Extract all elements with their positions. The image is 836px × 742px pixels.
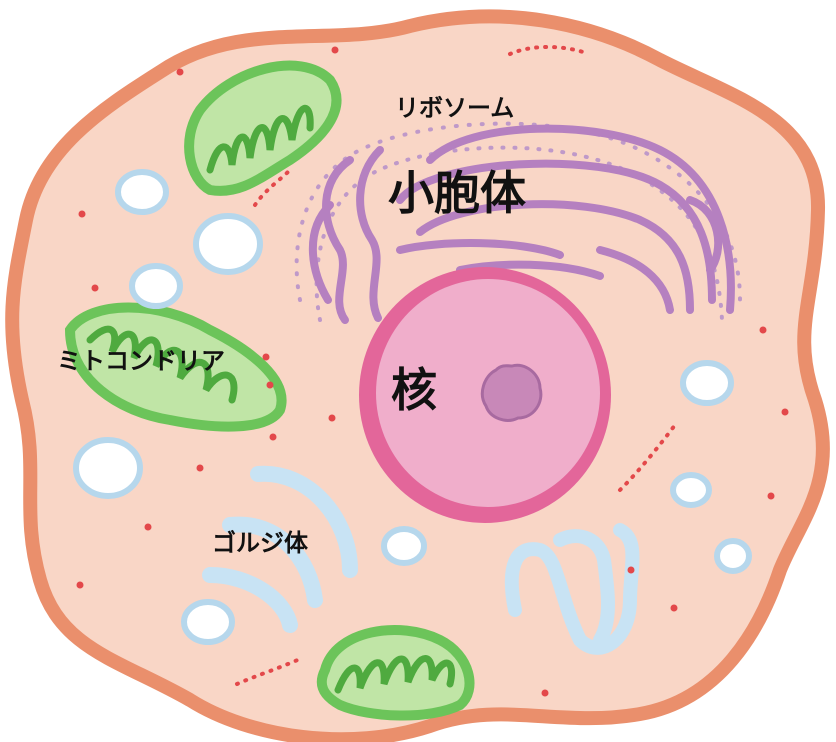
granule xyxy=(542,690,549,697)
mitochondria-label: ミトコンドリア xyxy=(57,349,225,373)
granule xyxy=(332,47,339,54)
vacuole xyxy=(184,602,232,642)
granule xyxy=(77,582,84,589)
granule xyxy=(145,524,152,531)
granule xyxy=(177,69,184,76)
vacuole xyxy=(118,172,166,212)
golgi-label: ゴルジ体 xyxy=(212,531,308,555)
granule xyxy=(197,465,204,472)
vacuole xyxy=(132,266,180,306)
granule xyxy=(92,285,99,292)
vacuole xyxy=(673,475,709,505)
ribosome-label: リボソーム xyxy=(395,96,514,120)
vacuole xyxy=(384,529,424,563)
granule xyxy=(768,493,775,500)
granule xyxy=(267,382,274,389)
vacuole xyxy=(683,363,731,403)
granule xyxy=(263,354,270,361)
granule xyxy=(79,211,86,218)
granule xyxy=(329,415,336,422)
nucleus-label: 核 xyxy=(391,367,437,413)
granule xyxy=(628,567,635,574)
granule xyxy=(270,434,277,441)
granule xyxy=(671,605,678,612)
granule xyxy=(782,409,789,416)
vacuole xyxy=(76,440,140,496)
nucleolus xyxy=(482,365,541,420)
mitochondrion xyxy=(322,630,470,716)
vacuole xyxy=(196,216,260,272)
granule xyxy=(760,327,767,334)
vacuole xyxy=(717,541,749,571)
vesicle-label: 小胞体 xyxy=(388,170,526,216)
